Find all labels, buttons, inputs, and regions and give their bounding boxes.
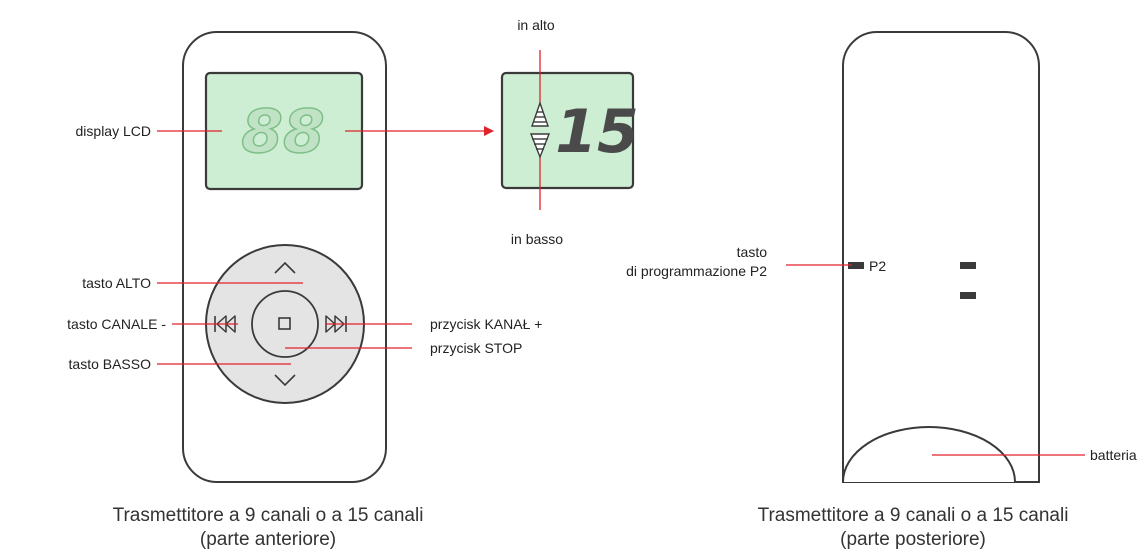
p2-button[interactable]	[848, 262, 864, 269]
up-direction-label: in alto	[517, 17, 555, 33]
up-button[interactable]	[274, 261, 296, 274]
prog-label-line2: di programmazione P2	[626, 263, 767, 279]
display-label: display LCD	[76, 123, 151, 139]
back-caption-line2: (parte posteriore)	[840, 529, 986, 550]
channel-minus-label: tasto CANALE -	[67, 316, 166, 332]
battery-label: batteria	[1090, 447, 1137, 463]
back-remote: P2 tasto di programmazione P2 batteria T…	[626, 31, 1137, 550]
up-arrow-icon	[531, 100, 549, 127]
front-lcd-digits: 88	[241, 97, 325, 167]
up-arrow-indicator	[531, 100, 549, 127]
front-remote: 88 display LCD tasto ALTO tasto CANALE -…	[67, 31, 542, 550]
zoom-lcd	[500, 71, 635, 190]
stop-key-label: przycisk STOP	[430, 340, 522, 356]
down-arrow-indicator	[529, 133, 551, 159]
down-button[interactable]	[274, 374, 296, 387]
down-arrow-icon	[529, 133, 551, 159]
back-slot-upper	[960, 262, 976, 269]
channel-plus-label: przycisk KANAŁ +	[430, 316, 542, 332]
up-key-label: tasto ALTO	[82, 275, 151, 291]
down-key-label: tasto BASSO	[69, 356, 152, 372]
zoom-lcd-digits: 15	[555, 97, 639, 167]
stop-button[interactable]	[251, 290, 319, 358]
down-direction-label: in basso	[511, 231, 563, 247]
p2-text: P2	[869, 258, 886, 274]
front-caption-line1: Trasmettitore a 9 canali o a 15 canali	[113, 505, 424, 526]
back-remote-body	[842, 31, 1040, 483]
back-caption-line1: Trasmettitore a 9 canali o a 15 canali	[758, 505, 1069, 526]
prog-label-line1: tasto	[737, 244, 768, 260]
battery-cover	[842, 426, 1016, 483]
front-caption-line2: (parte anteriore)	[200, 529, 336, 550]
back-slot-lower	[960, 292, 976, 299]
stop-icon	[278, 317, 291, 330]
lcd-zoom: 15 in alto in basso	[500, 17, 639, 247]
